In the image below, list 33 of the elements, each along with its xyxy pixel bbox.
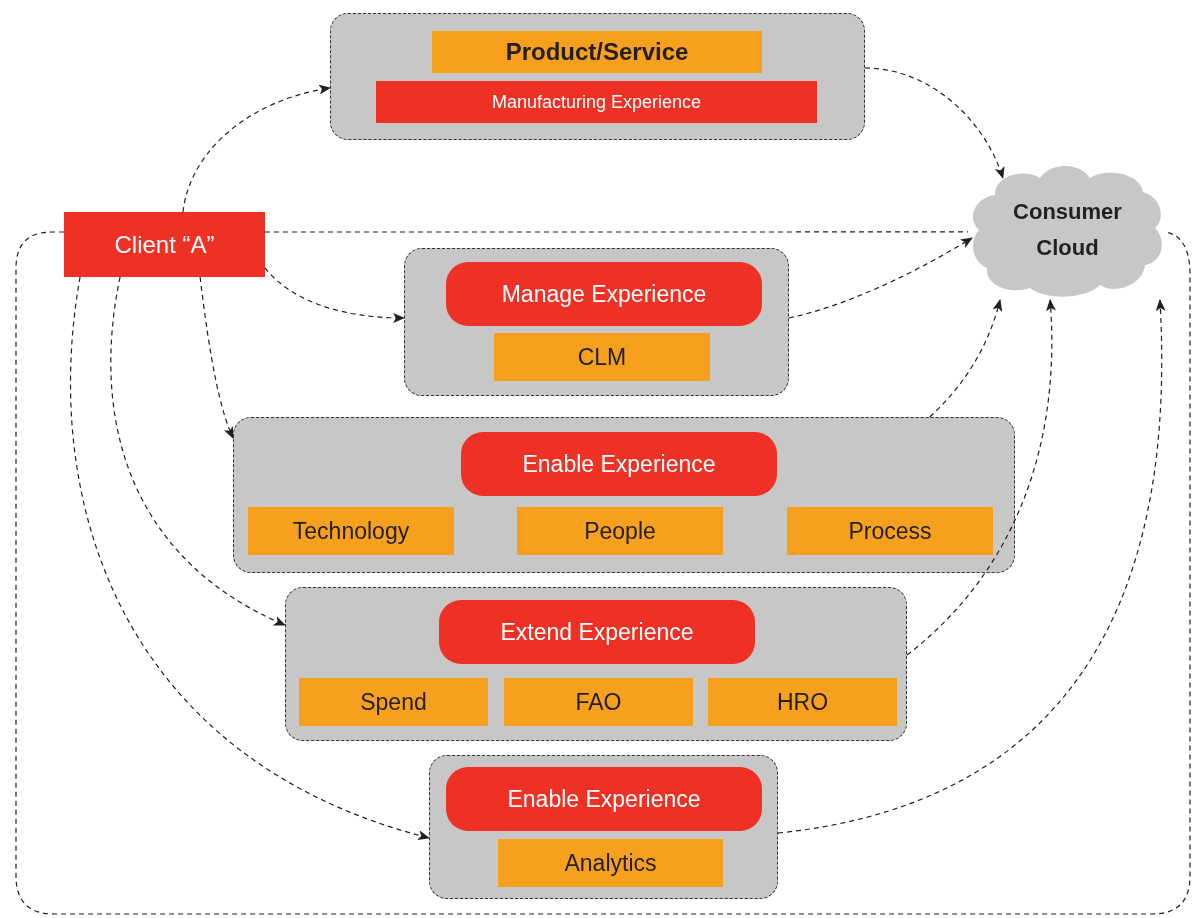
group-panel [330, 13, 865, 140]
dashed-arrow [777, 299, 1166, 834]
dashed-arrow [906, 299, 1056, 656]
item-box: Technology [248, 507, 454, 555]
group-panel [285, 587, 907, 741]
dashed-line [264, 231, 969, 233]
item-box: CLM [494, 333, 710, 381]
cloud-label: Consumer Cloud [1012, 197, 1123, 262]
dashed-arrow [182, 85, 331, 213]
item-box: People [517, 507, 723, 555]
dashed-arrow [110, 276, 286, 626]
group-panel [429, 755, 778, 899]
product-box: Product/Service [432, 31, 762, 73]
experience-pill: Manage Experience [446, 262, 762, 326]
dashed-arrow [788, 237, 973, 319]
item-box: Spend [299, 678, 488, 726]
dashed-line [15, 231, 1191, 915]
group-panel [233, 417, 1015, 573]
item-box: FAO [504, 678, 693, 726]
experience-pill: Enable Experience [461, 432, 777, 496]
experience-pill: Extend Experience [439, 600, 755, 664]
item-box: Analytics [498, 839, 723, 887]
experience-pill: Enable Experience [446, 767, 762, 831]
group-panel [404, 248, 789, 396]
dashed-arrow [864, 67, 1004, 179]
item-box: Process [787, 507, 993, 555]
dashed-arrow [264, 267, 405, 323]
dashed-arrow [69, 276, 430, 840]
item-box: HRO [708, 678, 897, 726]
dashed-arrow [929, 299, 1002, 418]
dashed-arrow [199, 276, 234, 439]
client-box: Client “A” [64, 212, 265, 277]
experience-bar: Manufacturing Experience [376, 81, 817, 123]
